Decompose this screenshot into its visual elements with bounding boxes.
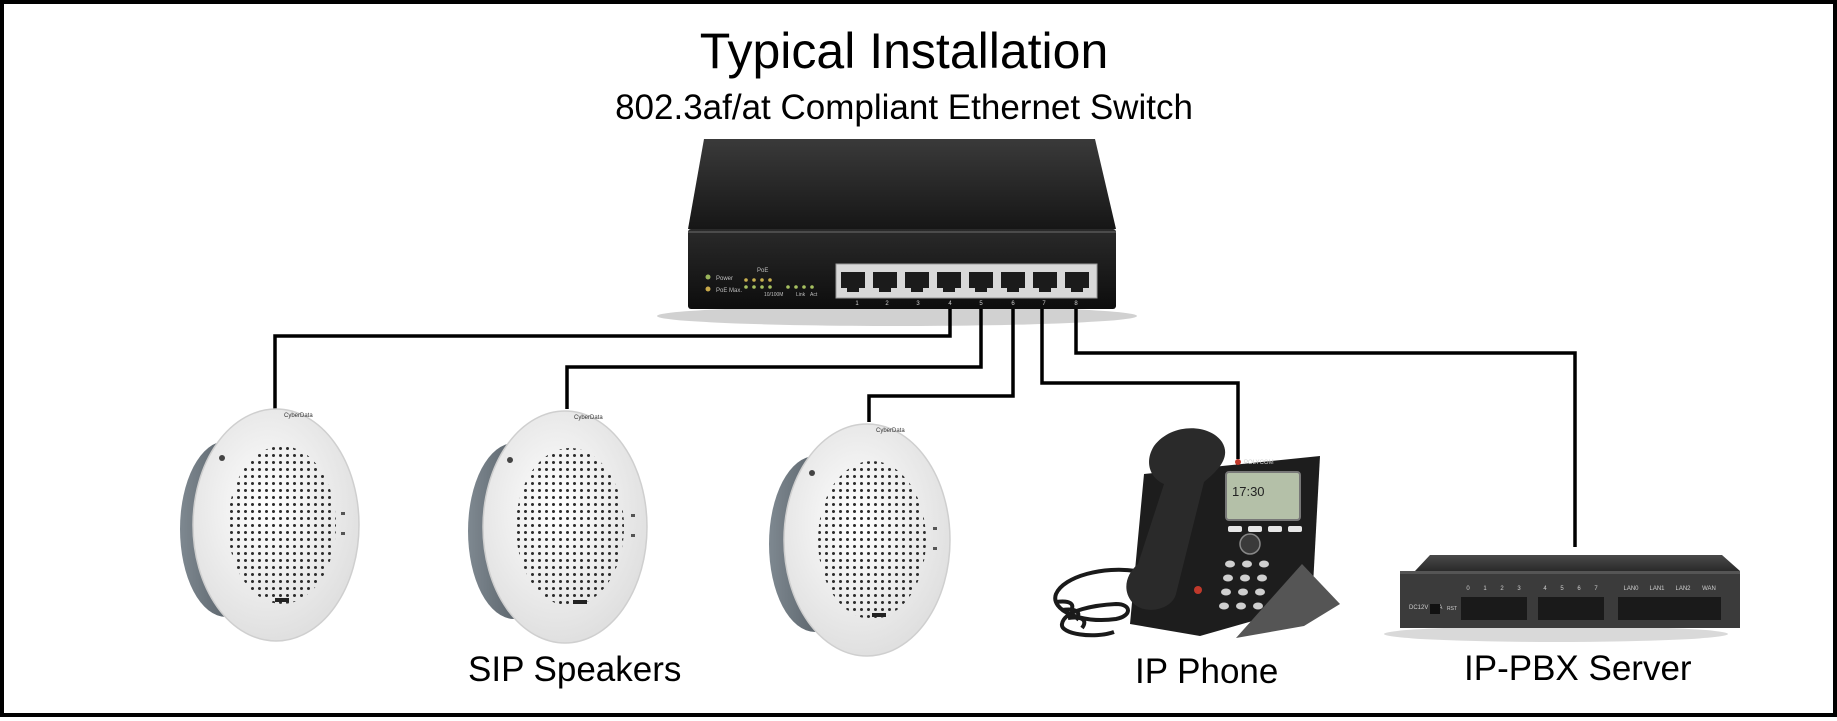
speaker-grille bbox=[818, 461, 926, 619]
led-label-poe-max: PoE Max. bbox=[716, 288, 742, 294]
sip-speaker-1: CyberData bbox=[180, 408, 360, 642]
speaker-brand-logo: CyberData bbox=[284, 413, 313, 419]
ip-pbx-caption: IP-PBX Server bbox=[1464, 649, 1692, 688]
rj45-port-3 bbox=[905, 272, 929, 292]
phone-brand-logo: POLYCOM bbox=[1244, 460, 1274, 466]
speaker-brand-logo: CyberData bbox=[574, 415, 603, 421]
rj45-port-5 bbox=[969, 272, 993, 292]
phone-display-time: 17:30 bbox=[1232, 484, 1265, 499]
cable-speaker-3 bbox=[867, 306, 1015, 422]
pbx-lan-label-1: LAN1 bbox=[1649, 586, 1665, 592]
pbx-wan-label: WAN bbox=[1702, 586, 1716, 592]
pbx-fxs-ports bbox=[1461, 597, 1721, 620]
pbx-port-number-4: 4 bbox=[1543, 586, 1547, 592]
rj45-port-8 bbox=[1065, 272, 1089, 292]
phone-soft-keys[interactable] bbox=[1228, 526, 1302, 532]
port-number-8: 8 bbox=[1074, 301, 1078, 307]
legend-poe: PoE bbox=[757, 268, 768, 274]
ip-phone: 17:30 POLYCOM bbox=[1053, 428, 1340, 638]
cable-speaker-1 bbox=[273, 306, 952, 409]
ethernet-cables bbox=[273, 306, 1577, 547]
port-number-6: 6 bbox=[1011, 301, 1015, 307]
phone-display bbox=[1225, 471, 1301, 521]
led-label-power: Power bbox=[716, 276, 733, 282]
handset-coiled-cord bbox=[1053, 567, 1137, 638]
pbx-power-label: DC12V 2.0A bbox=[1409, 605, 1442, 611]
pbx-reset-label: RST bbox=[1447, 606, 1457, 612]
pbx-lan-label-2: LAN2 bbox=[1675, 586, 1691, 592]
rj45-port-2 bbox=[873, 272, 897, 292]
pbx-port-number-2: 2 bbox=[1500, 586, 1504, 592]
port-number-1: 1 bbox=[855, 301, 859, 307]
switch-status-leds: Power PoE Max. bbox=[705, 274, 742, 294]
speaker-grille bbox=[516, 448, 624, 606]
phone-handset[interactable] bbox=[1126, 428, 1226, 610]
pbx-lan-label-0: LAN0 bbox=[1623, 586, 1639, 592]
pbx-power-jack bbox=[1430, 604, 1440, 614]
phone-hold-button[interactable] bbox=[1194, 586, 1202, 594]
pbx-port-number-5: 5 bbox=[1560, 586, 1564, 592]
switch-ports bbox=[841, 272, 1089, 292]
port-number-2: 2 bbox=[885, 301, 889, 307]
sip-speaker-2: CyberData bbox=[468, 410, 648, 644]
pbx-port-number-0: 0 bbox=[1466, 586, 1470, 592]
port-number-4: 4 bbox=[948, 301, 952, 307]
legend-speed: 10/100M bbox=[764, 292, 783, 298]
port-number-7: 7 bbox=[1042, 301, 1046, 307]
pbx-port-number-3: 3 bbox=[1517, 586, 1521, 592]
switch-port-numbers: 1 2 3 4 5 6 7 8 bbox=[855, 301, 1078, 307]
legend-link: Link bbox=[796, 292, 806, 298]
port-number-3: 3 bbox=[916, 301, 920, 307]
rj45-port-7 bbox=[1033, 272, 1057, 292]
phone-nav-pad[interactable] bbox=[1239, 533, 1261, 555]
diagram-subtitle: 802.3af/at Compliant Ethernet Switch bbox=[615, 88, 1193, 127]
cable-ip-phone bbox=[1040, 306, 1240, 459]
rj45-port-6 bbox=[1001, 272, 1025, 292]
diagram-title: Typical Installation bbox=[699, 23, 1109, 79]
port-led-array: PoE 10/100M Link Act bbox=[744, 268, 818, 298]
ip-pbx-server: DC12V 2.0A RST 0 1 2 3 4 5 6 7 LAN0 LAN1… bbox=[1384, 555, 1740, 642]
cable-speaker-2 bbox=[565, 306, 983, 409]
speaker-grille bbox=[228, 446, 336, 604]
sip-speaker-3: CyberData bbox=[769, 423, 951, 657]
installation-diagram: Power PoE Max. PoE 10/100M Link Act bbox=[180, 139, 1740, 657]
port-number-5: 5 bbox=[979, 301, 983, 307]
pbx-port-number-7: 7 bbox=[1594, 586, 1598, 592]
ethernet-switch: Power PoE Max. PoE 10/100M Link Act bbox=[657, 139, 1137, 326]
sip-speakers-caption: SIP Speakers bbox=[468, 650, 682, 689]
pbx-port-number-1: 1 bbox=[1483, 586, 1487, 592]
rj45-port-1 bbox=[841, 272, 865, 292]
speaker-brand-logo: CyberData bbox=[876, 428, 905, 434]
pbx-port-number-6: 6 bbox=[1577, 586, 1581, 592]
legend-act: Act bbox=[810, 292, 818, 298]
phone-keypad[interactable] bbox=[1219, 560, 1269, 610]
pbx-port-numbers: 0 1 2 3 4 5 6 7 LAN0 LAN1 LAN2 WAN bbox=[1466, 586, 1716, 592]
rj45-port-4 bbox=[937, 272, 961, 292]
cable-ip-pbx bbox=[1074, 306, 1577, 547]
ip-phone-caption: IP Phone bbox=[1135, 652, 1279, 691]
